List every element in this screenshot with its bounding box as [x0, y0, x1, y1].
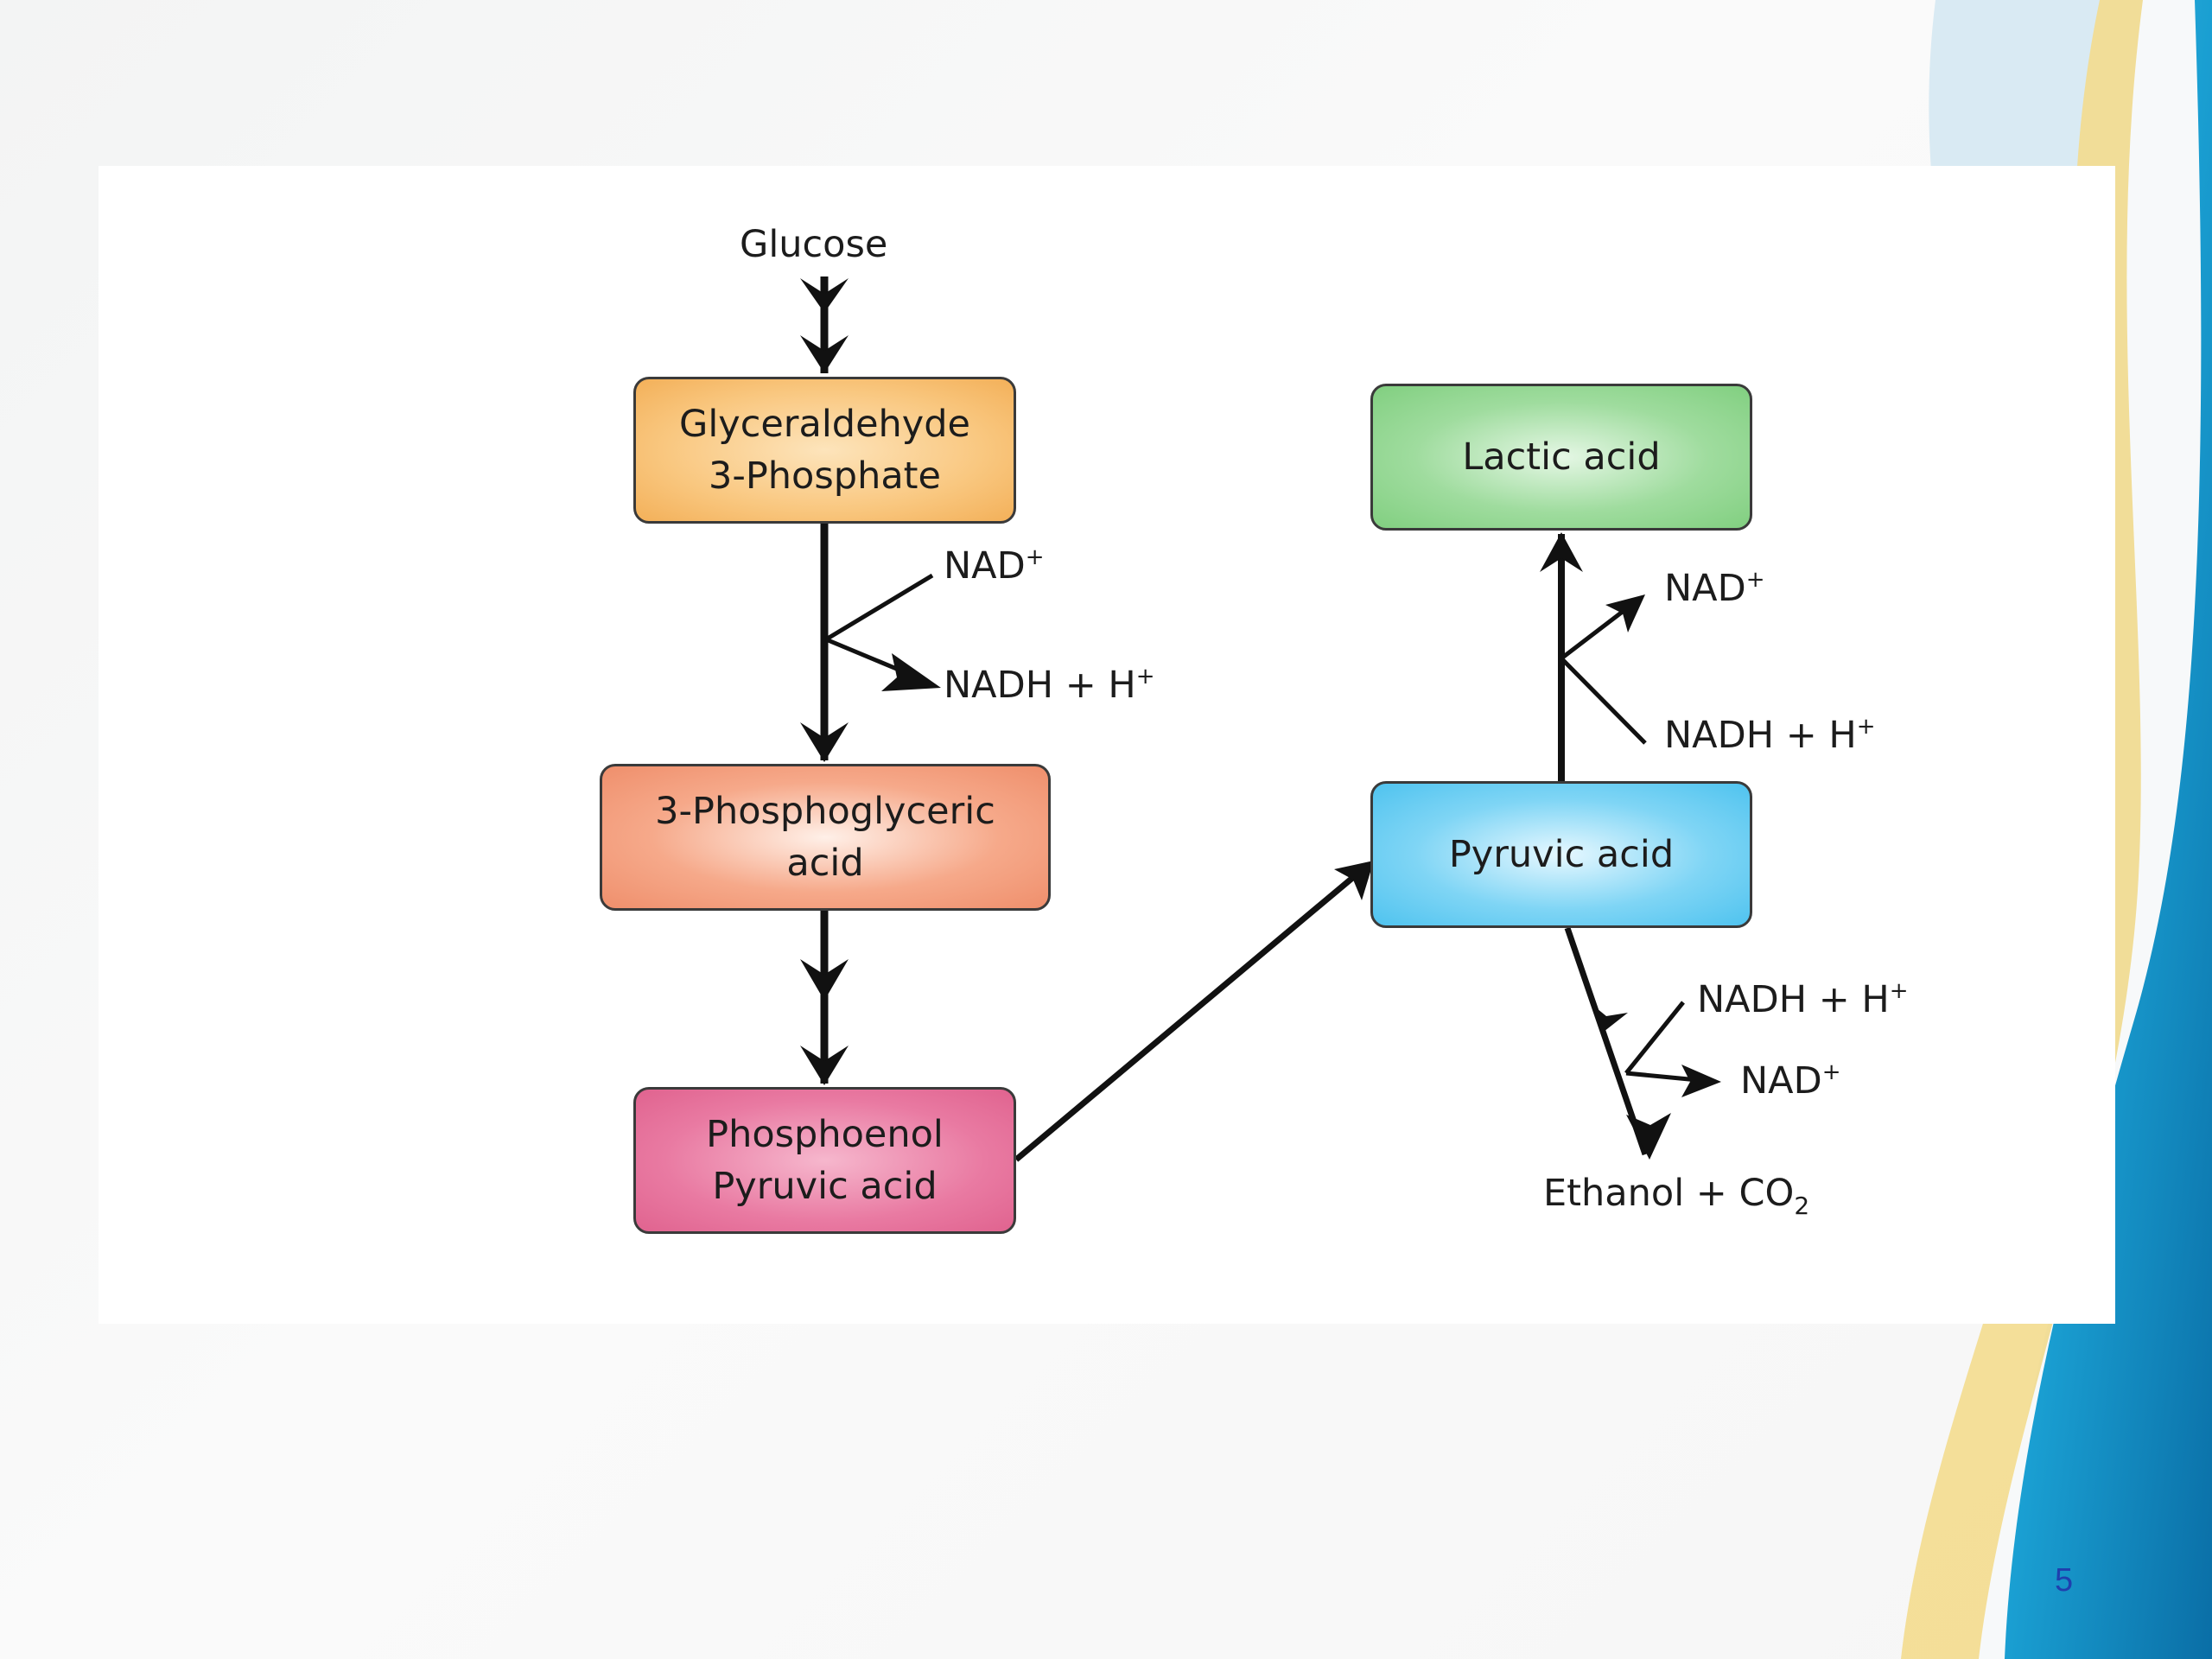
arrow-3pga-to-pep [800, 911, 849, 1085]
node-ethanol-subscript: 2 [1794, 1192, 1810, 1220]
cofactor-branch-step1 [824, 573, 941, 691]
node-3-phosphoglyceric-acid: 3-Phosphoglyceric acid [600, 764, 1051, 911]
node-glucose: Glucose [740, 223, 888, 266]
arrow-pep-to-pyruvic [1014, 861, 1374, 1162]
cofactor-lactic-nadh-text: NADH + H [1664, 714, 1857, 757]
node-ethanol-text: Ethanol + CO [1543, 1172, 1795, 1215]
cofactor-lactic-nad-sup: + [1745, 567, 1765, 593]
cofactor-lactic-nadh-sup: + [1856, 714, 1876, 740]
node-pyruvic-label: Pyruvic acid [1448, 833, 1675, 876]
cofactor-branch-ethanol [1624, 1001, 1721, 1097]
diagram-panel: Glucose Glyceraldehyde 3-Phosphate NAD+ … [99, 166, 2115, 1324]
node-pep-line1: Phosphoenol [706, 1113, 944, 1156]
cofactor-ethanol-nadh: NADH + H+ [1697, 978, 1909, 1021]
node-3pga-line2: acid [786, 842, 864, 885]
cofactor-step1-nad-text: NAD [944, 544, 1026, 588]
node-pyruvic-acid: Pyruvic acid [1370, 781, 1752, 928]
node-lactic-label: Lactic acid [1462, 435, 1661, 479]
slide-page-number: 5 [2055, 1562, 2074, 1599]
cofactor-branch-lactic [1560, 594, 1647, 745]
arrow-g3p-to-3pga [800, 524, 849, 762]
cofactor-step1-nad: NAD+ [944, 544, 1045, 588]
node-g3p-line2: 3-Phosphate [709, 454, 941, 498]
arrow-pyruvic-to-ethanol [1564, 926, 1671, 1160]
node-pep-line2: Pyruvic acid [712, 1165, 938, 1208]
cofactor-step1-nadh-sup: + [1135, 664, 1155, 690]
cofactor-step1-nad-sup: + [1025, 544, 1045, 570]
cofactor-ethanol-nad-sup: + [1821, 1059, 1841, 1085]
cofactor-ethanol-nadh-sup: + [1889, 978, 1909, 1004]
cofactor-lactic-nad-text: NAD [1664, 567, 1746, 610]
cofactor-lactic-nad: NAD+ [1664, 567, 1765, 610]
cofactor-ethanol-nad: NAD+ [1740, 1059, 1841, 1103]
diagram-arrows [800, 276, 1721, 1162]
cofactor-lactic-nadh: NADH + H+ [1664, 714, 1876, 757]
wave-blue [2005, 0, 2212, 1659]
node-lactic-acid: Lactic acid [1370, 384, 1752, 531]
node-3pga-line1: 3-Phosphoglyceric [655, 790, 995, 833]
cofactor-ethanol-nadh-text: NADH + H [1697, 978, 1890, 1021]
cofactor-ethanol-nad-text: NAD [1740, 1059, 1822, 1103]
node-g3p-line1: Glyceraldehyde [679, 403, 970, 446]
arrow-glucose-to-g3p [800, 276, 849, 373]
cofactor-step1-nadh: NADH + H+ [944, 664, 1155, 707]
cofactor-step1-nadh-text: NADH + H [944, 664, 1136, 707]
node-glyceraldehyde-3-phosphate: Glyceraldehyde 3-Phosphate [633, 377, 1016, 524]
node-phosphoenol-pyruvic-acid: Phosphoenol Pyruvic acid [633, 1087, 1016, 1234]
node-ethanol-co2: Ethanol + CO2 [1543, 1172, 1809, 1218]
